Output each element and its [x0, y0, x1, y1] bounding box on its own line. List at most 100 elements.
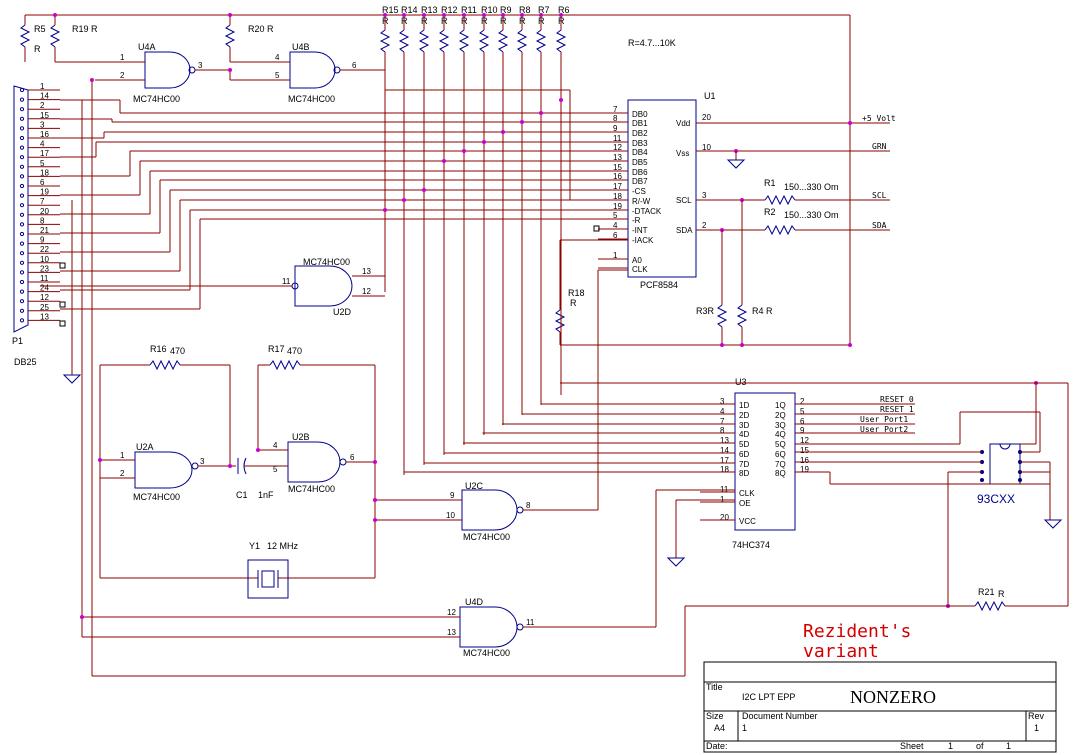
note-line1: Rezident's — [803, 621, 911, 642]
pullup-value: R — [500, 16, 507, 26]
p1-label: P1 — [12, 336, 23, 346]
u4a-label: U4A — [138, 42, 156, 52]
svg-text:12: 12 — [447, 608, 456, 617]
u1-pin-label: DB2 — [632, 129, 648, 138]
u3-pin-number: 2 — [800, 397, 805, 406]
pullup-resistor — [418, 29, 430, 53]
u1-left-pins: DB0DB1DB2DB3DB4DB5DB6DB7-CSR/-W-DTACK-R-… — [593, 105, 662, 274]
u3-pin-number: 19 — [800, 465, 809, 474]
svg-text:20: 20 — [702, 113, 711, 122]
db25-pin-hole — [19, 308, 25, 313]
u4a-gate: 1 2 3 U4A MC74HC00 — [55, 42, 230, 104]
u3-pin-label: 8Q — [775, 469, 786, 478]
db25-pin-hole — [19, 97, 25, 102]
db25-pin-number: 11 — [40, 274, 49, 283]
db25-pin-number: 24 — [40, 284, 49, 293]
date-label: Date: — [706, 741, 728, 751]
svg-text:5: 5 — [275, 71, 280, 80]
u2d-label: U2D — [333, 307, 352, 317]
svg-text:6: 6 — [352, 61, 357, 70]
r1-value: 150...330 Om — [784, 182, 839, 192]
u1-label: U1 — [704, 91, 716, 101]
u3-pin-label: 6Q — [775, 450, 786, 459]
svg-text:13: 13 — [362, 267, 371, 276]
title-label: Title — [706, 682, 723, 692]
u1-pcf8584: U1 PCF8584 — [627, 91, 716, 290]
svg-text:6: 6 — [350, 453, 355, 462]
of-value: 1 — [1006, 741, 1011, 751]
u3-pin-number: 14 — [720, 446, 729, 455]
title-text: I2C LPT EPP — [742, 692, 795, 702]
pullup-resistor — [516, 29, 528, 53]
u2b-part: MC74HC00 — [288, 484, 335, 494]
u1-pin-label: -DTACK — [632, 207, 662, 216]
pullup-value: R — [441, 16, 448, 26]
u1-pin-label: -CS — [632, 187, 646, 196]
u3-pin-label: 7Q — [775, 460, 786, 469]
pullup-label: R9 — [500, 5, 512, 15]
u1-pin-label: DB4 — [632, 148, 648, 157]
u4b-part: MC74HC00 — [288, 94, 335, 104]
u3-pin-label: 2D — [739, 411, 749, 420]
r20-label: R20 R — [248, 24, 274, 34]
u3-pin-number: 5 — [800, 407, 805, 416]
docnum-label: Document Number — [742, 711, 818, 721]
u1-pin-label: -INT — [632, 226, 648, 235]
pullup-value: R — [538, 16, 545, 26]
u1-pin-number: 5 — [613, 211, 618, 220]
pullup-value: R — [382, 16, 389, 26]
db25-pin-number: 19 — [40, 188, 49, 197]
pullup-label: R13 — [421, 5, 438, 15]
db25-pin-number: 4 — [40, 140, 45, 149]
r17-value: 470 — [287, 346, 302, 356]
u1-pin-number: 4 — [613, 221, 618, 230]
u3-pin-label: 1Q — [775, 401, 786, 410]
u4b-gate: 4 5 6 U4B MC74HC00 — [229, 42, 385, 104]
db25-pin-hole — [19, 193, 25, 198]
r18-resistor: R18 R — [554, 239, 628, 345]
svg-text:10: 10 — [446, 511, 455, 520]
u2a-part: MC74HC00 — [133, 492, 180, 502]
c1-value: 1nF — [258, 490, 274, 500]
bus-wires — [60, 52, 598, 475]
u3-pin-number: 7 — [720, 417, 725, 426]
u1-pin-label: DB6 — [632, 168, 648, 177]
db25-pin-number: 18 — [40, 168, 49, 177]
pullup-label: R7 — [538, 5, 550, 15]
svg-text:12: 12 — [362, 287, 371, 296]
chip-93cxx: 93CXX — [795, 381, 1063, 608]
db25-pin-number: 14 — [40, 92, 49, 101]
svg-text:9: 9 — [450, 491, 455, 500]
u3-label: U3 — [735, 377, 747, 387]
u4d-part: MC74HC00 — [463, 648, 510, 658]
db25-pin-number: 20 — [40, 207, 49, 216]
reset0-label: RESET 0 — [880, 395, 914, 404]
db25-pin-number: 17 — [40, 149, 49, 158]
svg-text:1: 1 — [120, 53, 125, 62]
u3-pin-number: 6 — [800, 417, 805, 426]
u3-pin-number: 15 — [800, 446, 809, 455]
u3-pin-label: 7D — [739, 460, 749, 469]
db25-pin-hole — [19, 203, 25, 208]
u1-pin-label: DB7 — [632, 177, 648, 186]
u4b-label: U4B — [292, 42, 310, 52]
u3-pin-label: 3Q — [775, 421, 786, 430]
r18-label: R18 — [568, 288, 585, 298]
u1-pin-number: 12 — [613, 143, 622, 152]
pullup-resistor — [458, 29, 470, 53]
pullup-resistor — [438, 29, 450, 53]
db25-pin-hole — [19, 164, 25, 169]
svg-text:3: 3 — [200, 457, 205, 466]
r16-value: 470 — [170, 346, 185, 356]
u1-part: PCF8584 — [640, 280, 678, 290]
u2d-gate: 11 13 12 MC74HC00 U2D — [40, 257, 385, 317]
u1-pin-label: DB5 — [632, 158, 648, 167]
u1-pin-label: DB3 — [632, 139, 648, 148]
title-block: Title I2C LPT EPP NONZERO Size A4 Docume… — [703, 661, 1057, 753]
db25-pin-hole — [19, 241, 25, 246]
db25-pin-hole — [19, 174, 25, 179]
r17-label: R17 — [268, 344, 285, 354]
u3-pin-label: 2Q — [775, 411, 786, 420]
r5-value: R — [34, 44, 41, 54]
u3-pin-number: 8 — [720, 426, 725, 435]
